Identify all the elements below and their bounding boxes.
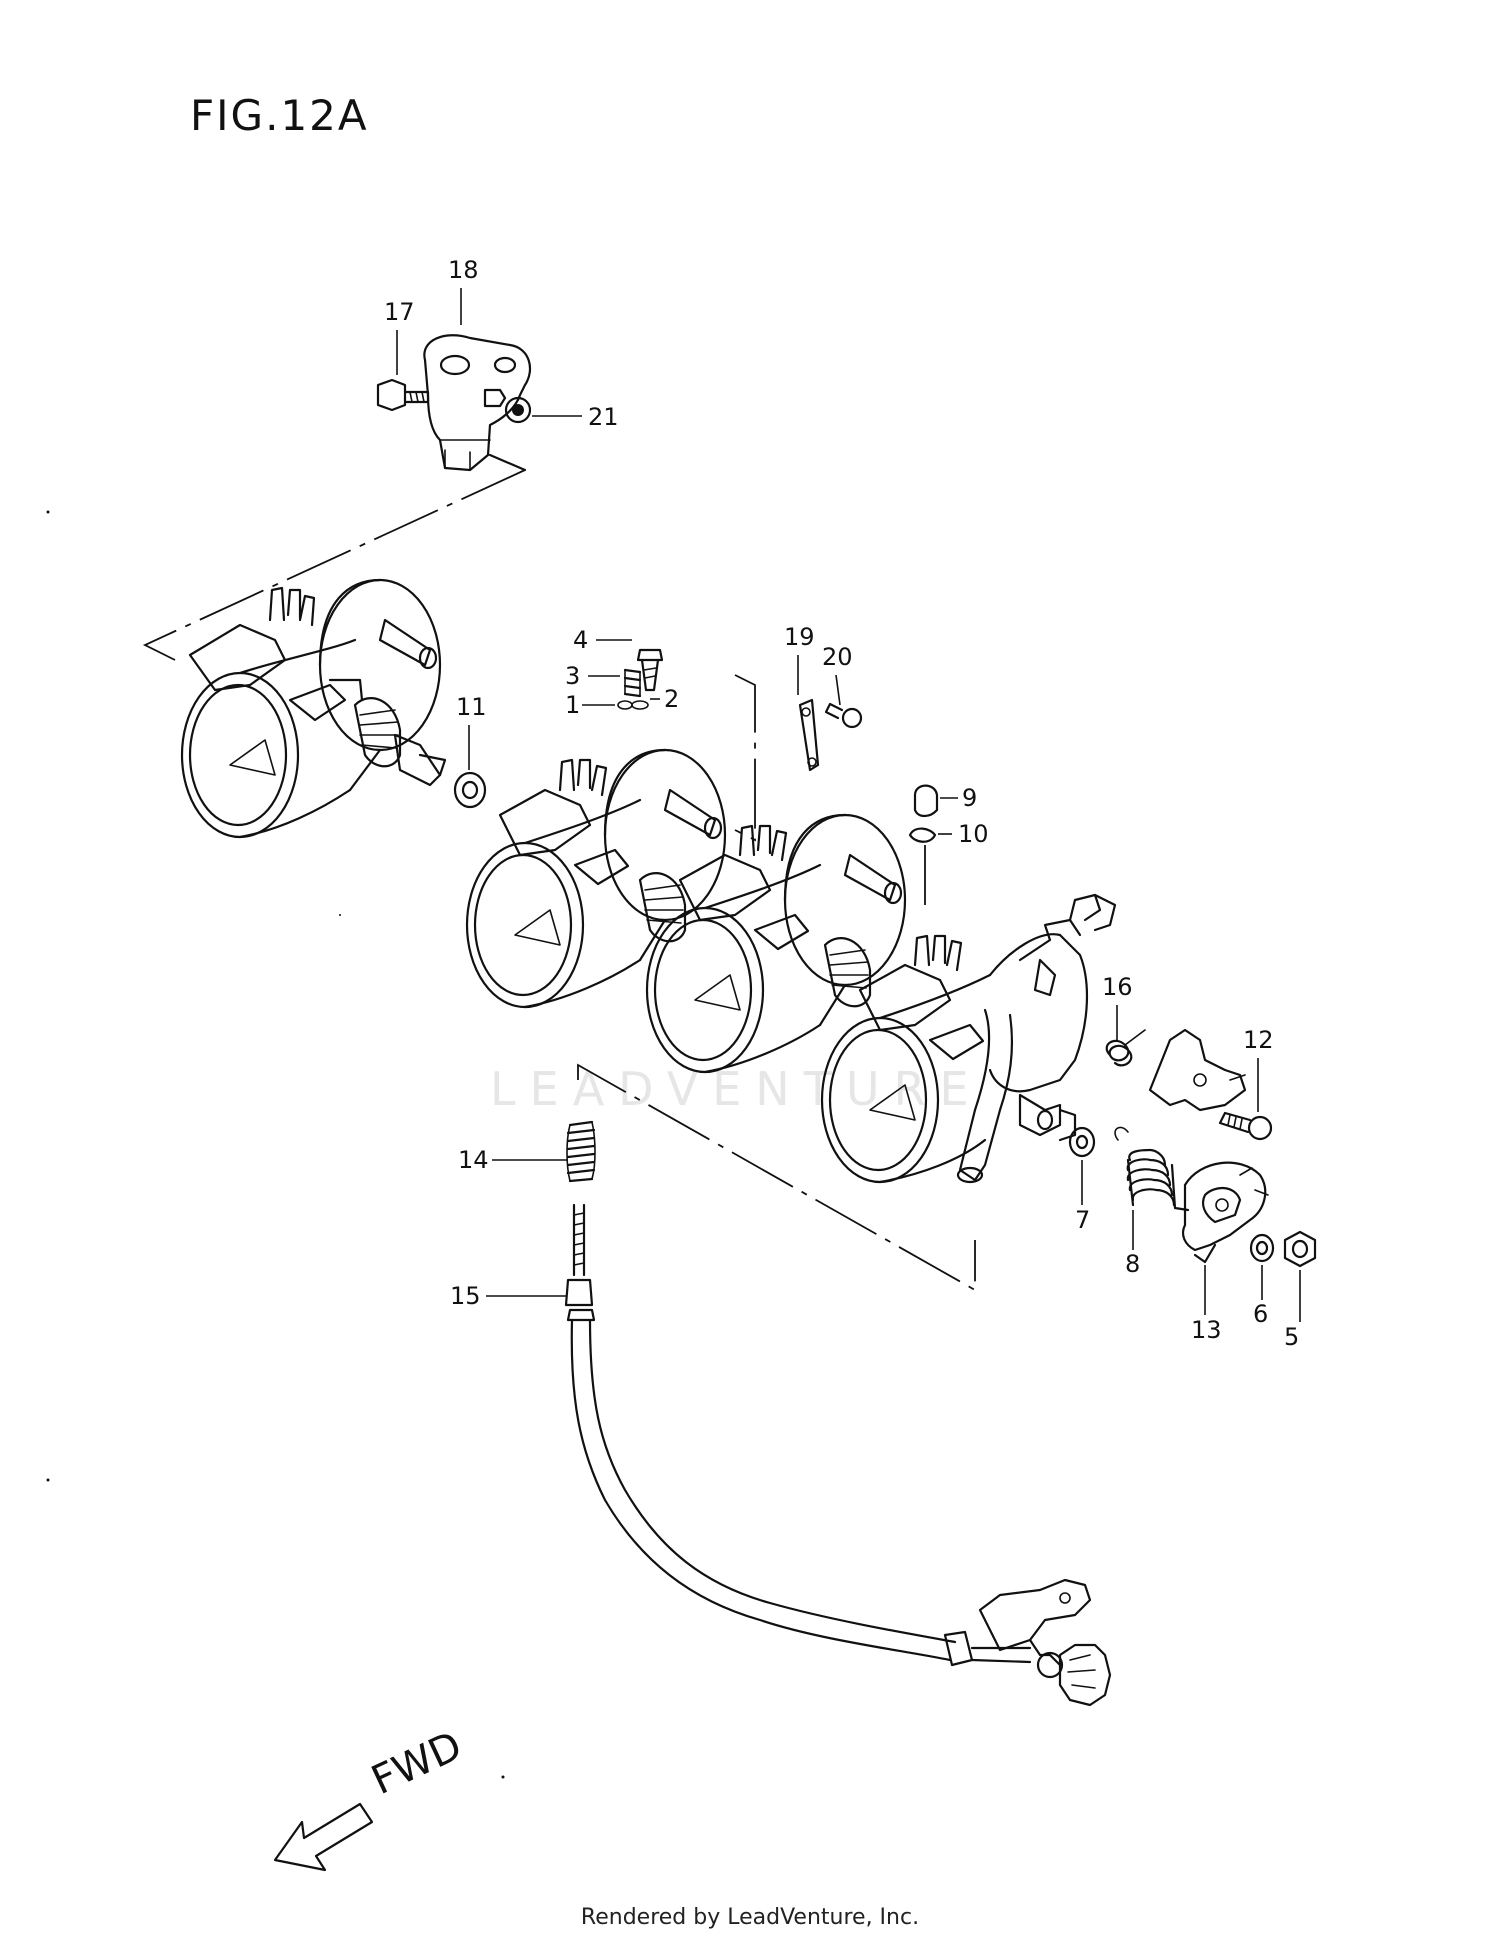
spring-14 xyxy=(566,1120,596,1183)
callout-label-7: 7 xyxy=(1075,1206,1090,1234)
callout-label-2: 2 xyxy=(664,685,679,713)
link-plate-19 xyxy=(798,698,820,772)
callout-15: 15 xyxy=(450,1282,566,1310)
callout-6: 6 xyxy=(1253,1265,1268,1328)
callout-label-9: 9 xyxy=(962,784,977,812)
callout-14: 14 xyxy=(458,1146,568,1174)
callout-4: 4 xyxy=(573,626,632,654)
callout-7: 7 xyxy=(1075,1160,1090,1234)
callout-5: 5 xyxy=(1284,1270,1301,1351)
callout-21: 21 xyxy=(532,403,619,431)
callout-label-17: 17 xyxy=(384,298,415,326)
screw-17 xyxy=(376,378,430,412)
callout-label-18: 18 xyxy=(448,256,479,284)
throttle-body-4 xyxy=(820,893,1117,1184)
o-ring-1 xyxy=(617,700,633,710)
callout-label-5: 5 xyxy=(1284,1323,1299,1351)
fitting-21 xyxy=(483,388,532,424)
callout-label-10: 10 xyxy=(958,820,989,848)
callout-label-20: 20 xyxy=(822,643,853,671)
callout-1: 1 xyxy=(565,691,615,719)
footer-credit: Rendered by LeadVenture, Inc. xyxy=(580,1905,920,1930)
throttle-body-1 xyxy=(180,578,447,839)
callout-13: 13 xyxy=(1191,1265,1222,1344)
forward-arrow: FWD xyxy=(273,1723,469,1872)
callout-label-16: 16 xyxy=(1102,973,1133,1001)
washer-6 xyxy=(1249,1233,1275,1263)
callout-label-15: 15 xyxy=(450,1282,481,1310)
screw-12 xyxy=(1218,1111,1273,1141)
spring-8 xyxy=(1114,1126,1190,1212)
washer-7 xyxy=(1068,1126,1096,1158)
throttle-position-sensor xyxy=(423,334,532,472)
callout-label-1: 1 xyxy=(565,691,580,719)
callout-18: 18 xyxy=(448,256,479,325)
callout-20: 20 xyxy=(822,643,853,706)
nut-5 xyxy=(1283,1230,1317,1268)
callout-12: 12 xyxy=(1243,1026,1274,1112)
lever-plate xyxy=(1148,1028,1247,1112)
scan-dot xyxy=(46,1478,50,1482)
callout-label-19: 19 xyxy=(784,623,815,651)
callout-label-6: 6 xyxy=(1253,1300,1268,1328)
scan-dot xyxy=(339,914,341,916)
callout-label-21: 21 xyxy=(588,403,619,431)
callout-16: 16 xyxy=(1102,973,1133,1040)
screw-4 xyxy=(636,648,664,692)
callout-label-4: 4 xyxy=(573,626,588,654)
callout-17: 17 xyxy=(384,298,415,375)
callout-10: 10 xyxy=(938,820,989,848)
callout-2: 2 xyxy=(650,685,679,713)
washer-11 xyxy=(453,771,487,809)
clip-10 xyxy=(908,827,937,843)
cable-15 xyxy=(564,1203,1112,1707)
callout-8: 8 xyxy=(1125,1210,1140,1278)
callout-19: 19 xyxy=(784,623,815,695)
callout-label-14: 14 xyxy=(458,1146,489,1174)
screw-20 xyxy=(824,702,863,729)
pulley-13 xyxy=(1181,1161,1269,1264)
callout-label-13: 13 xyxy=(1191,1316,1222,1344)
figure-title: FIG.12A xyxy=(190,91,369,140)
callout-label-12: 12 xyxy=(1243,1026,1274,1054)
callout-11: 11 xyxy=(456,693,487,770)
callout-label-3: 3 xyxy=(565,662,580,690)
callout-label-8: 8 xyxy=(1125,1250,1140,1278)
spring-3 xyxy=(623,668,642,698)
watermark: LEADVENTURE xyxy=(490,1062,983,1116)
callout-label-11: 11 xyxy=(456,693,487,721)
throttle-body-2 xyxy=(465,748,727,1009)
throttle-body-3 xyxy=(645,813,907,1074)
spring-16 xyxy=(1105,1029,1146,1067)
scan-dot xyxy=(46,510,50,514)
fwd-label: FWD xyxy=(365,1723,469,1804)
callout-9: 9 xyxy=(940,784,977,812)
callout-3: 3 xyxy=(565,662,620,690)
washer-2 xyxy=(631,700,649,710)
cap-9 xyxy=(913,784,939,818)
scan-dot xyxy=(501,1775,505,1779)
